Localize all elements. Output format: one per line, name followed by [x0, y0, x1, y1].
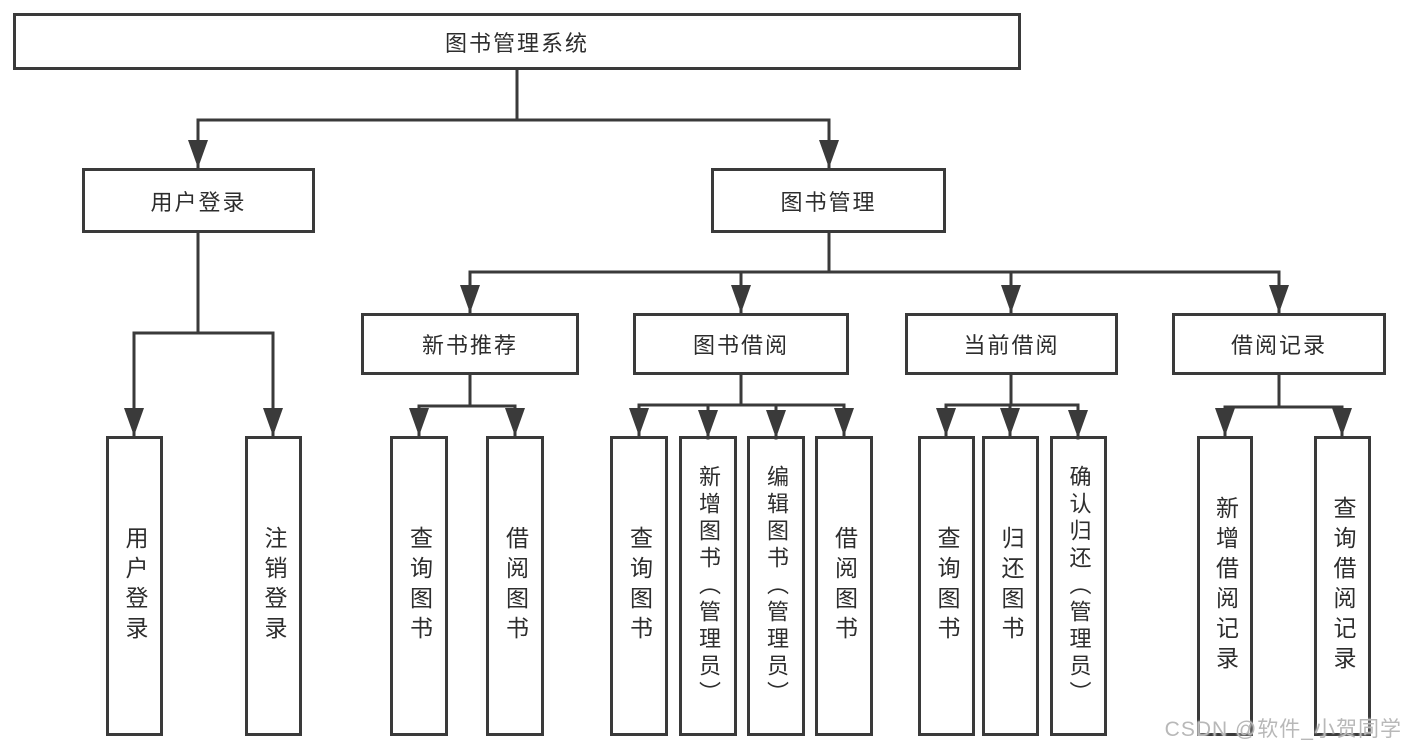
connector-borrow-trunk	[637, 373, 846, 407]
node-leaf-borrow-edit-books-admin: 编辑图书（管理员）	[747, 436, 805, 736]
node-library-management-system: 图书管理系统	[13, 13, 1021, 70]
node-leaf-recommend-borrow-books: 借阅图书	[486, 436, 544, 736]
node-borrow-records: 借阅记录	[1172, 313, 1386, 375]
csdn-watermark: CSDN @软件_小贺同学	[1164, 718, 1402, 741]
node-leaf-borrow-add-books-admin: 新增图书（管理员）	[679, 436, 737, 736]
connector-current-trunk	[944, 373, 1080, 407]
node-current-borrow: 当前借阅	[905, 313, 1118, 375]
node-new-book-recommend: 新书推荐	[361, 313, 579, 375]
node-leaf-recommend-query-books: 查询图书	[390, 436, 448, 736]
connector-user-login-trunk	[132, 231, 275, 335]
node-leaf-current-confirm-return-admin: 确认归还（管理员）	[1050, 436, 1107, 736]
node-leaf-current-query-books: 查询图书	[918, 436, 975, 736]
node-leaf-logout: 注销登录	[245, 436, 302, 736]
node-book-management: 图书管理	[711, 168, 946, 233]
node-user-login: 用户登录	[82, 168, 315, 233]
node-leaf-records-add-record: 新增借阅记录	[1197, 436, 1253, 736]
node-leaf-user-login: 用户登录	[106, 436, 163, 736]
node-book-borrow: 图书借阅	[633, 313, 849, 375]
connector-book-management-trunk	[468, 231, 1281, 274]
node-leaf-current-return-books: 归还图书	[982, 436, 1039, 736]
node-leaf-records-query-record: 查询借阅记录	[1314, 436, 1371, 736]
node-leaf-borrow-borrow-books: 借阅图书	[815, 436, 873, 736]
node-leaf-borrow-query-books: 查询图书	[610, 436, 668, 736]
connector-recommend-trunk	[417, 373, 517, 408]
connector-root-trunk	[196, 68, 831, 122]
connector-records-trunk	[1223, 373, 1344, 409]
